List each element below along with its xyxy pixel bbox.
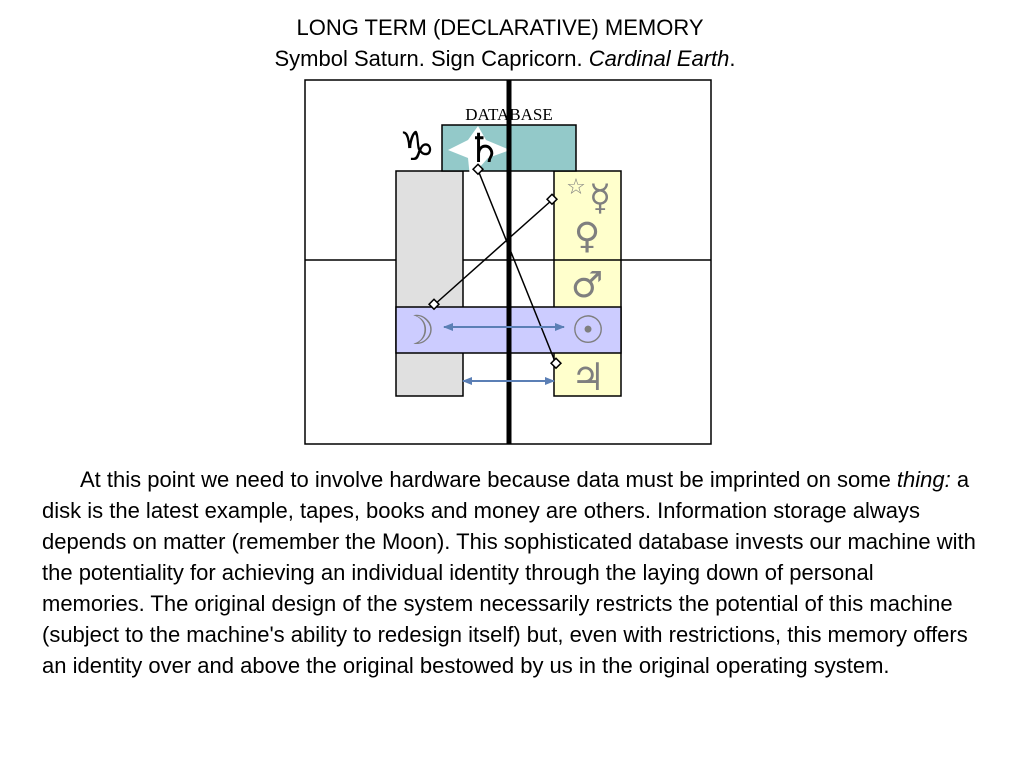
connector-line-saturn-jupiter	[477, 169, 557, 365]
star-burst-shape	[448, 126, 510, 178]
paragraph-italic: thing:	[896, 467, 951, 492]
subtitle-italic-text: Cardinal Earth	[588, 46, 730, 71]
left-column	[395, 170, 464, 397]
connector-node-jupiter	[549, 357, 563, 370]
star-icon: ☆	[566, 175, 586, 200]
moon-icon: ☽	[399, 308, 435, 354]
connector-node-saturn	[471, 163, 485, 176]
saturn-icon: ♄	[466, 126, 502, 172]
mercury-icon: ☿	[589, 178, 611, 219]
memory-diagram: DATABASE ♑ ♄ ☆ ☿ ♀ ♂ ☽ ☉ ♃	[304, 79, 712, 445]
mars-icon: ♂	[571, 265, 603, 306]
subtitle-text: Symbol Saturn. Sign Capricorn.	[274, 46, 589, 71]
database-label: DATABASE	[465, 105, 552, 124]
paragraph-part2: a disk is the latest example, tapes, boo…	[42, 467, 976, 678]
connector-node-moon	[427, 298, 441, 311]
subtitle-period: .	[729, 46, 736, 71]
body-paragraph: At this point we need to involve hardwar…	[42, 464, 977, 681]
jupiter-icon: ♃	[571, 355, 605, 399]
slide-subtitle: Symbol Saturn. Sign Capricorn. Cardinal …	[0, 45, 1010, 72]
connector-line-mercury-moon	[433, 199, 553, 306]
capricorn-icon: ♑	[399, 124, 435, 170]
venus-icon: ♀	[574, 216, 600, 257]
connector-node-mercury	[545, 193, 559, 206]
paragraph-part1: At this point we need to involve hardwar…	[80, 467, 897, 492]
right-column	[553, 170, 622, 397]
slide-title: LONG TERM (DECLARATIVE) MEMORY	[296, 15, 704, 40]
sun-icon: ☉	[571, 308, 605, 352]
